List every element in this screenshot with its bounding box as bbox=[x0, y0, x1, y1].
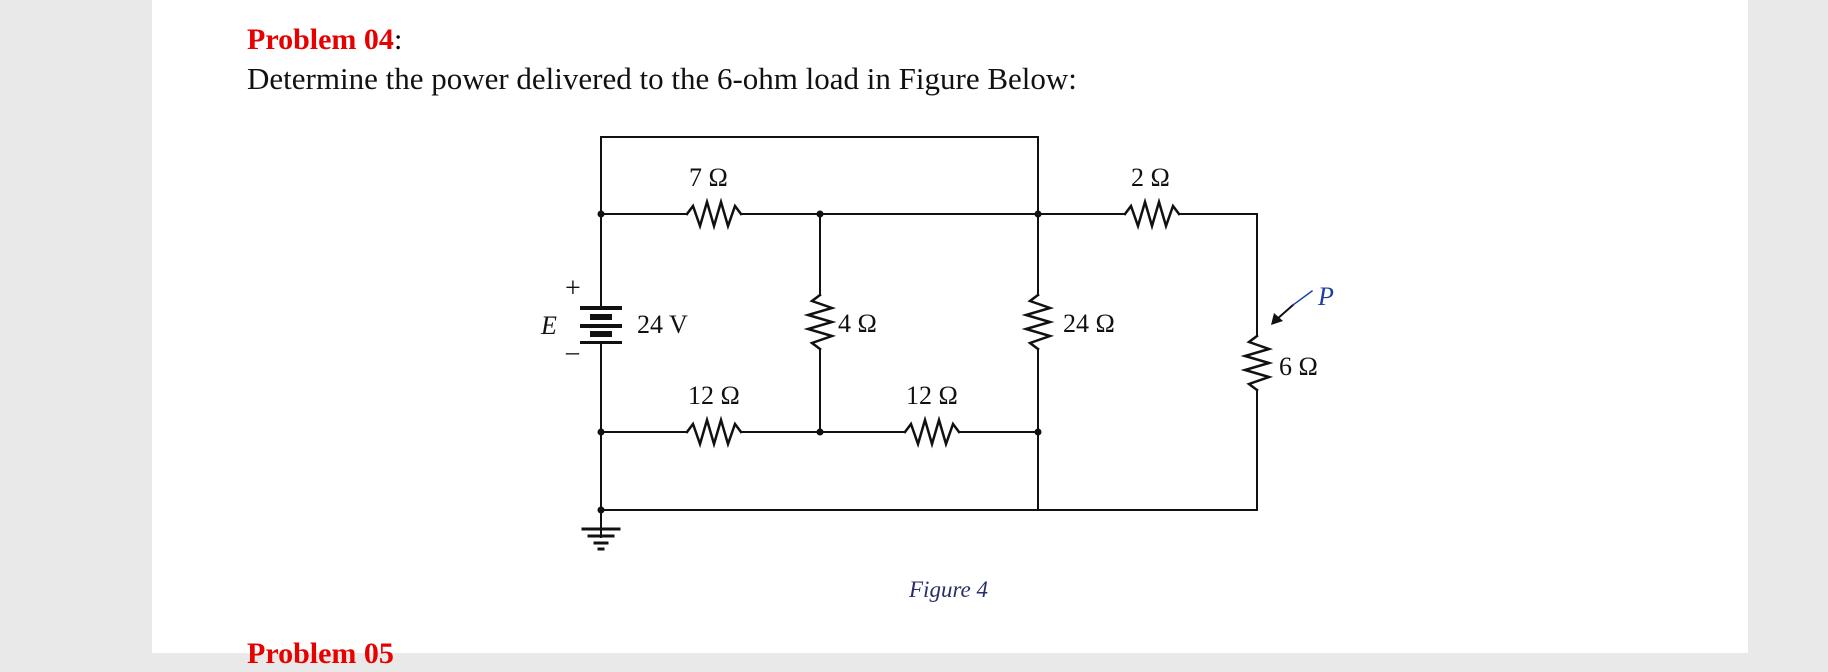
label-2-ohm: 2 Ω bbox=[1131, 163, 1170, 192]
label-7-ohm: 7 Ω bbox=[689, 163, 728, 192]
wire bbox=[600, 389, 1258, 511]
problem-label: Problem 04 bbox=[247, 23, 394, 56]
next-problem-heading: Problem 05 bbox=[247, 637, 394, 670]
resistor-2-ohm bbox=[1123, 197, 1181, 231]
ground-icon bbox=[581, 527, 621, 551]
label-source-symbol: E bbox=[540, 311, 557, 340]
junction-dots bbox=[597, 210, 1042, 514]
label-4-ohm: 4 Ω bbox=[838, 309, 877, 338]
label-source-voltage: 24 V bbox=[637, 310, 688, 339]
power-arrowhead-icon bbox=[1271, 313, 1283, 325]
top-bypass-wire bbox=[600, 136, 1039, 215]
document-page: Problem 04: Determine the power delivere… bbox=[152, 0, 1748, 670]
battery-icon bbox=[580, 306, 622, 344]
label-12-ohm-b: 12 Ω bbox=[906, 381, 958, 410]
problem-colon: : bbox=[393, 23, 403, 56]
label-plus: + bbox=[565, 273, 581, 304]
circuit-diagram: 7 Ω 2 Ω 4 Ω 24 Ω 6 Ω 12 Ω 12 Ω 24 V E + … bbox=[540, 136, 1334, 551]
resistor-12-ohm-b bbox=[903, 415, 961, 449]
resistor-6-ohm bbox=[1240, 334, 1274, 392]
problem-heading: Problem 04: bbox=[247, 22, 402, 58]
label-12-ohm-a: 12 Ω bbox=[688, 381, 740, 410]
resistor-24-ohm bbox=[1021, 293, 1055, 351]
power-arrow-tail bbox=[1291, 289, 1314, 307]
label-6-ohm: 6 Ω bbox=[1279, 352, 1318, 381]
resistor-4-ohm bbox=[803, 293, 837, 351]
label-power: P bbox=[1317, 282, 1334, 311]
label-24-ohm: 24 Ω bbox=[1063, 309, 1115, 338]
resistor-7-ohm bbox=[685, 197, 743, 231]
wire bbox=[1178, 213, 1258, 337]
resistor-12-ohm-a bbox=[685, 415, 743, 449]
figure-caption: Figure 4 bbox=[909, 577, 988, 602]
problem-statement: Determine the power delivered to the 6-o… bbox=[247, 61, 1077, 96]
label-minus: – bbox=[565, 337, 580, 366]
